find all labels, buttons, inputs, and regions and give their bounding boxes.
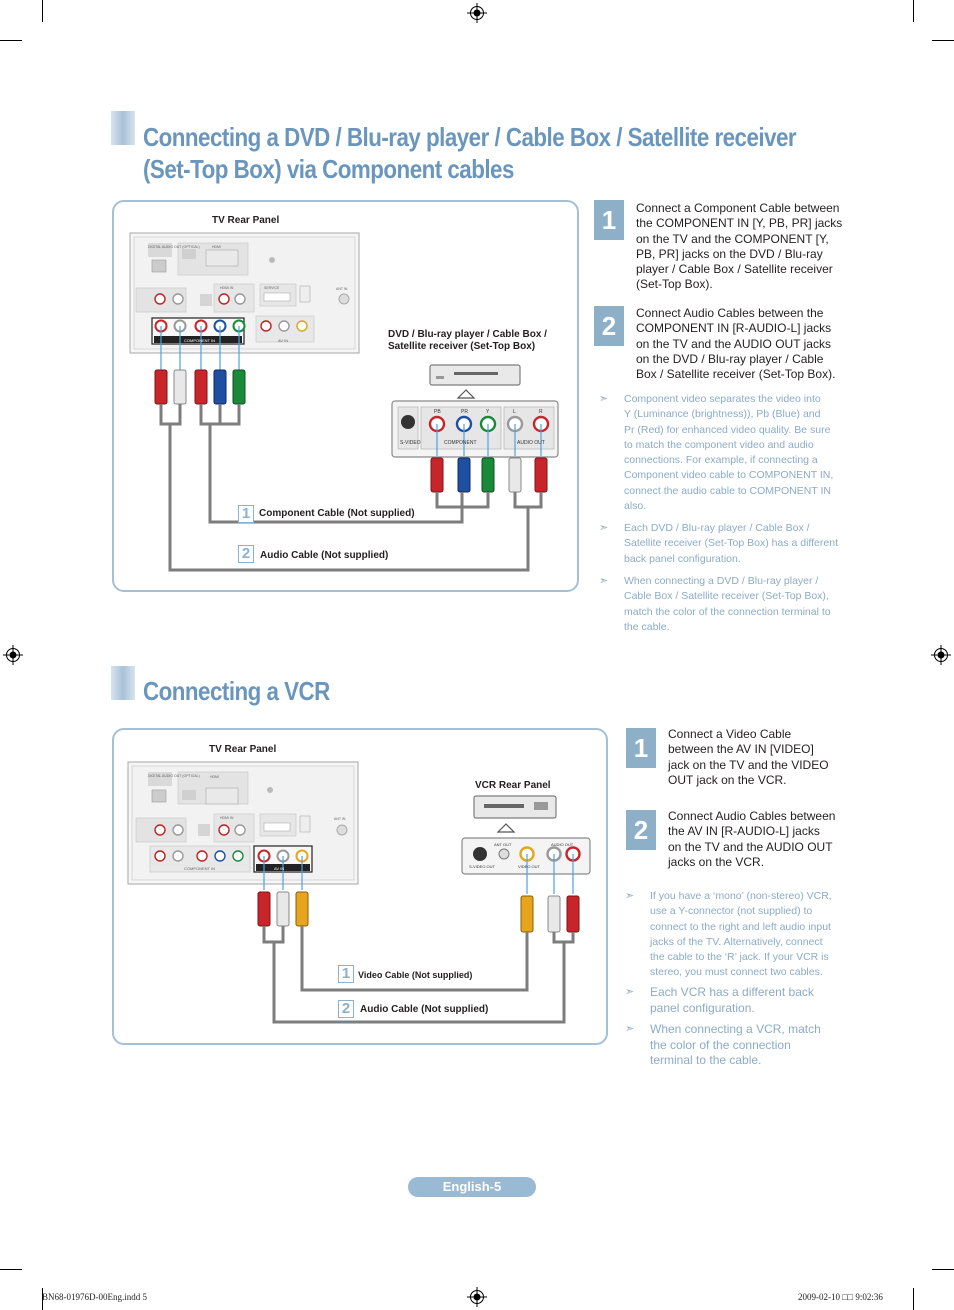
tv-label-ant-in: ANT IN <box>336 287 348 291</box>
tv-label-optical: DIGITAL AUDIO OUT (OPTICAL) <box>148 245 200 249</box>
note-marker-icon: ➣ <box>599 522 609 534</box>
jack-label-l: L <box>513 409 516 415</box>
section2-step1-badge: 1 <box>626 728 656 768</box>
note-marker-icon: ➣ <box>625 1023 635 1035</box>
crop-mark <box>913 0 914 22</box>
vcr-label-ant-out: ANT OUT <box>494 842 512 847</box>
section1-note1: Component video separates the video into… <box>624 393 834 513</box>
section2-note2: Each VCR has a different back panel conf… <box>650 985 814 1015</box>
tv-side-plugs <box>154 326 246 405</box>
section2-heading: Connecting a VCR <box>143 676 330 706</box>
component-wiring-diagram: S-VIDEO COMPONENT AUDIO OUT PB PR Y L R … <box>129 232 559 572</box>
cable2-number: 2 <box>238 545 254 563</box>
cable2-label: Audio Cable (Not supplied) <box>260 550 389 561</box>
cable1-label: Video Cable (Not supplied) <box>358 970 473 980</box>
tv-label-hdmi: HDMI <box>210 775 219 779</box>
vcr-label-svideo-out: S-VIDEO OUT <box>469 864 496 869</box>
device-side-plugs <box>430 424 548 493</box>
cable1-label: Component Cable (Not supplied) <box>259 508 415 519</box>
registration-mark-right <box>931 645 951 665</box>
vcr-label-audio-out: AUDIO OUT <box>551 842 574 847</box>
section1-note3: When connecting a DVD / Blu-ray player /… <box>624 575 831 633</box>
tv-label-av-in: AV IN <box>278 338 288 343</box>
crop-mark <box>932 1269 954 1270</box>
cable2-number: 2 <box>338 1000 354 1018</box>
tv-label-hdmi: HDMI <box>212 245 221 249</box>
jack-label-component: COMPONENT <box>444 440 477 446</box>
note-marker-icon: ➣ <box>625 986 635 998</box>
tv-side-plugs <box>257 856 309 927</box>
section2-note3: When connecting a VCR, match the color o… <box>650 1022 821 1067</box>
device-rear-panel <box>391 400 559 458</box>
section1-step1-badge: 1 <box>594 200 624 240</box>
vcr-label-video-out: VIDEO OUT <box>518 864 541 869</box>
section1-heading-line2: (Set-Top Box) via Component cables <box>143 154 514 184</box>
tv-rear-panel-label: TV Rear Panel <box>209 744 277 755</box>
tv-label-hdmi-in: HDMI IN <box>220 286 234 290</box>
section1-heading-line1: Connecting a DVD / Blu-ray player / Cabl… <box>143 122 797 152</box>
tv-label-hdmi-in: HDMI IN <box>220 816 234 820</box>
device-label-line1: DVD / Blu-ray player / Cable Box / <box>388 329 547 340</box>
note-marker-icon: ➣ <box>599 393 609 405</box>
jack-label-pr: PR <box>461 409 468 415</box>
section2-note1: If you have a ‘mono’ (non-stereo) VCR, u… <box>650 890 832 979</box>
crop-mark <box>932 40 954 41</box>
print-timestamp: 2009-02-10 □□ 9:02:36 <box>798 1292 883 1302</box>
vcr-diagram: TV Rear Panel VCR Rear Panel <box>112 728 608 1045</box>
jack-label-svideo: S-VIDEO <box>400 440 421 446</box>
heading-accent-bar <box>111 666 135 700</box>
crop-mark <box>42 0 43 22</box>
section1-step2-badge: 2 <box>594 306 624 346</box>
vcr-side-plugs <box>520 854 580 933</box>
page-number-badge: English-5 <box>408 1177 536 1197</box>
dvd-player-icon <box>429 364 521 399</box>
component-cable-route <box>199 404 490 524</box>
section2-step2-badge: 2 <box>626 810 656 850</box>
cable1-number: 1 <box>238 505 254 523</box>
registration-mark-left <box>3 645 23 665</box>
tv-label-av-in: AV IN <box>274 866 284 871</box>
tv-label-component-in: COMPONENT IN <box>184 338 215 343</box>
crop-mark <box>913 1288 914 1310</box>
vcr-icon <box>473 795 557 833</box>
tv-label-ant-in: ANT IN <box>334 817 346 821</box>
section1-step1-text: Connect a Component Cable between the CO… <box>636 201 843 292</box>
section2-step2-text: Connect Audio Cables between the AV IN [… <box>668 809 836 869</box>
heading-accent-bar <box>111 111 135 145</box>
jack-label-y: Y <box>486 409 490 415</box>
cable2-label: Audio Cable (Not supplied) <box>360 1004 489 1015</box>
component-diagram: TV Rear Panel DVD / Blu-ray player / Cab… <box>112 200 579 592</box>
cable1-number: 1 <box>338 965 354 983</box>
file-slug: BN68-01976D-00Eng.indd 5 <box>42 1292 147 1302</box>
device-label-line2: Satellite receiver (Set-Top Box) <box>388 341 536 352</box>
crop-mark <box>0 40 22 41</box>
vcr-rear-panel-label: VCR Rear Panel <box>475 780 551 791</box>
section1-note2: Each DVD / Blu-ray player / Cable Box / … <box>624 522 838 565</box>
jack-label-r: R <box>539 409 543 415</box>
crop-mark <box>42 1288 43 1310</box>
note-marker-icon: ➣ <box>625 890 635 902</box>
tv-rear-panel <box>129 232 360 354</box>
jack-label-pb: PB <box>434 409 441 415</box>
section1-step2-text: Connect Audio Cables between the COMPONE… <box>636 306 836 382</box>
audio-cable-route <box>262 926 575 1024</box>
tv-label-service: SERVICE <box>264 286 280 290</box>
section2-step1-text: Connect a Video Cable between the AV IN … <box>668 727 829 787</box>
vcr-wiring-diagram: ANT OUT S-VIDEO OUT VIDEO OUT AUDIO OUT … <box>127 761 591 1024</box>
audio-cable-route <box>159 404 543 572</box>
tv-label-optical: DIGITAL AUDIO OUT (OPTICAL) <box>148 774 200 778</box>
registration-mark-bottom <box>467 1287 487 1307</box>
tv-rear-panel-label: TV Rear Panel <box>212 215 280 226</box>
registration-mark-top <box>467 3 487 23</box>
tv-label-component-in: COMPONENT IN <box>184 866 215 871</box>
crop-mark <box>0 1269 22 1270</box>
jack-label-audio-out: AUDIO OUT <box>517 440 545 446</box>
note-marker-icon: ➣ <box>599 575 609 587</box>
video-cable-route <box>300 926 529 992</box>
tv-rear-panel <box>127 761 359 885</box>
